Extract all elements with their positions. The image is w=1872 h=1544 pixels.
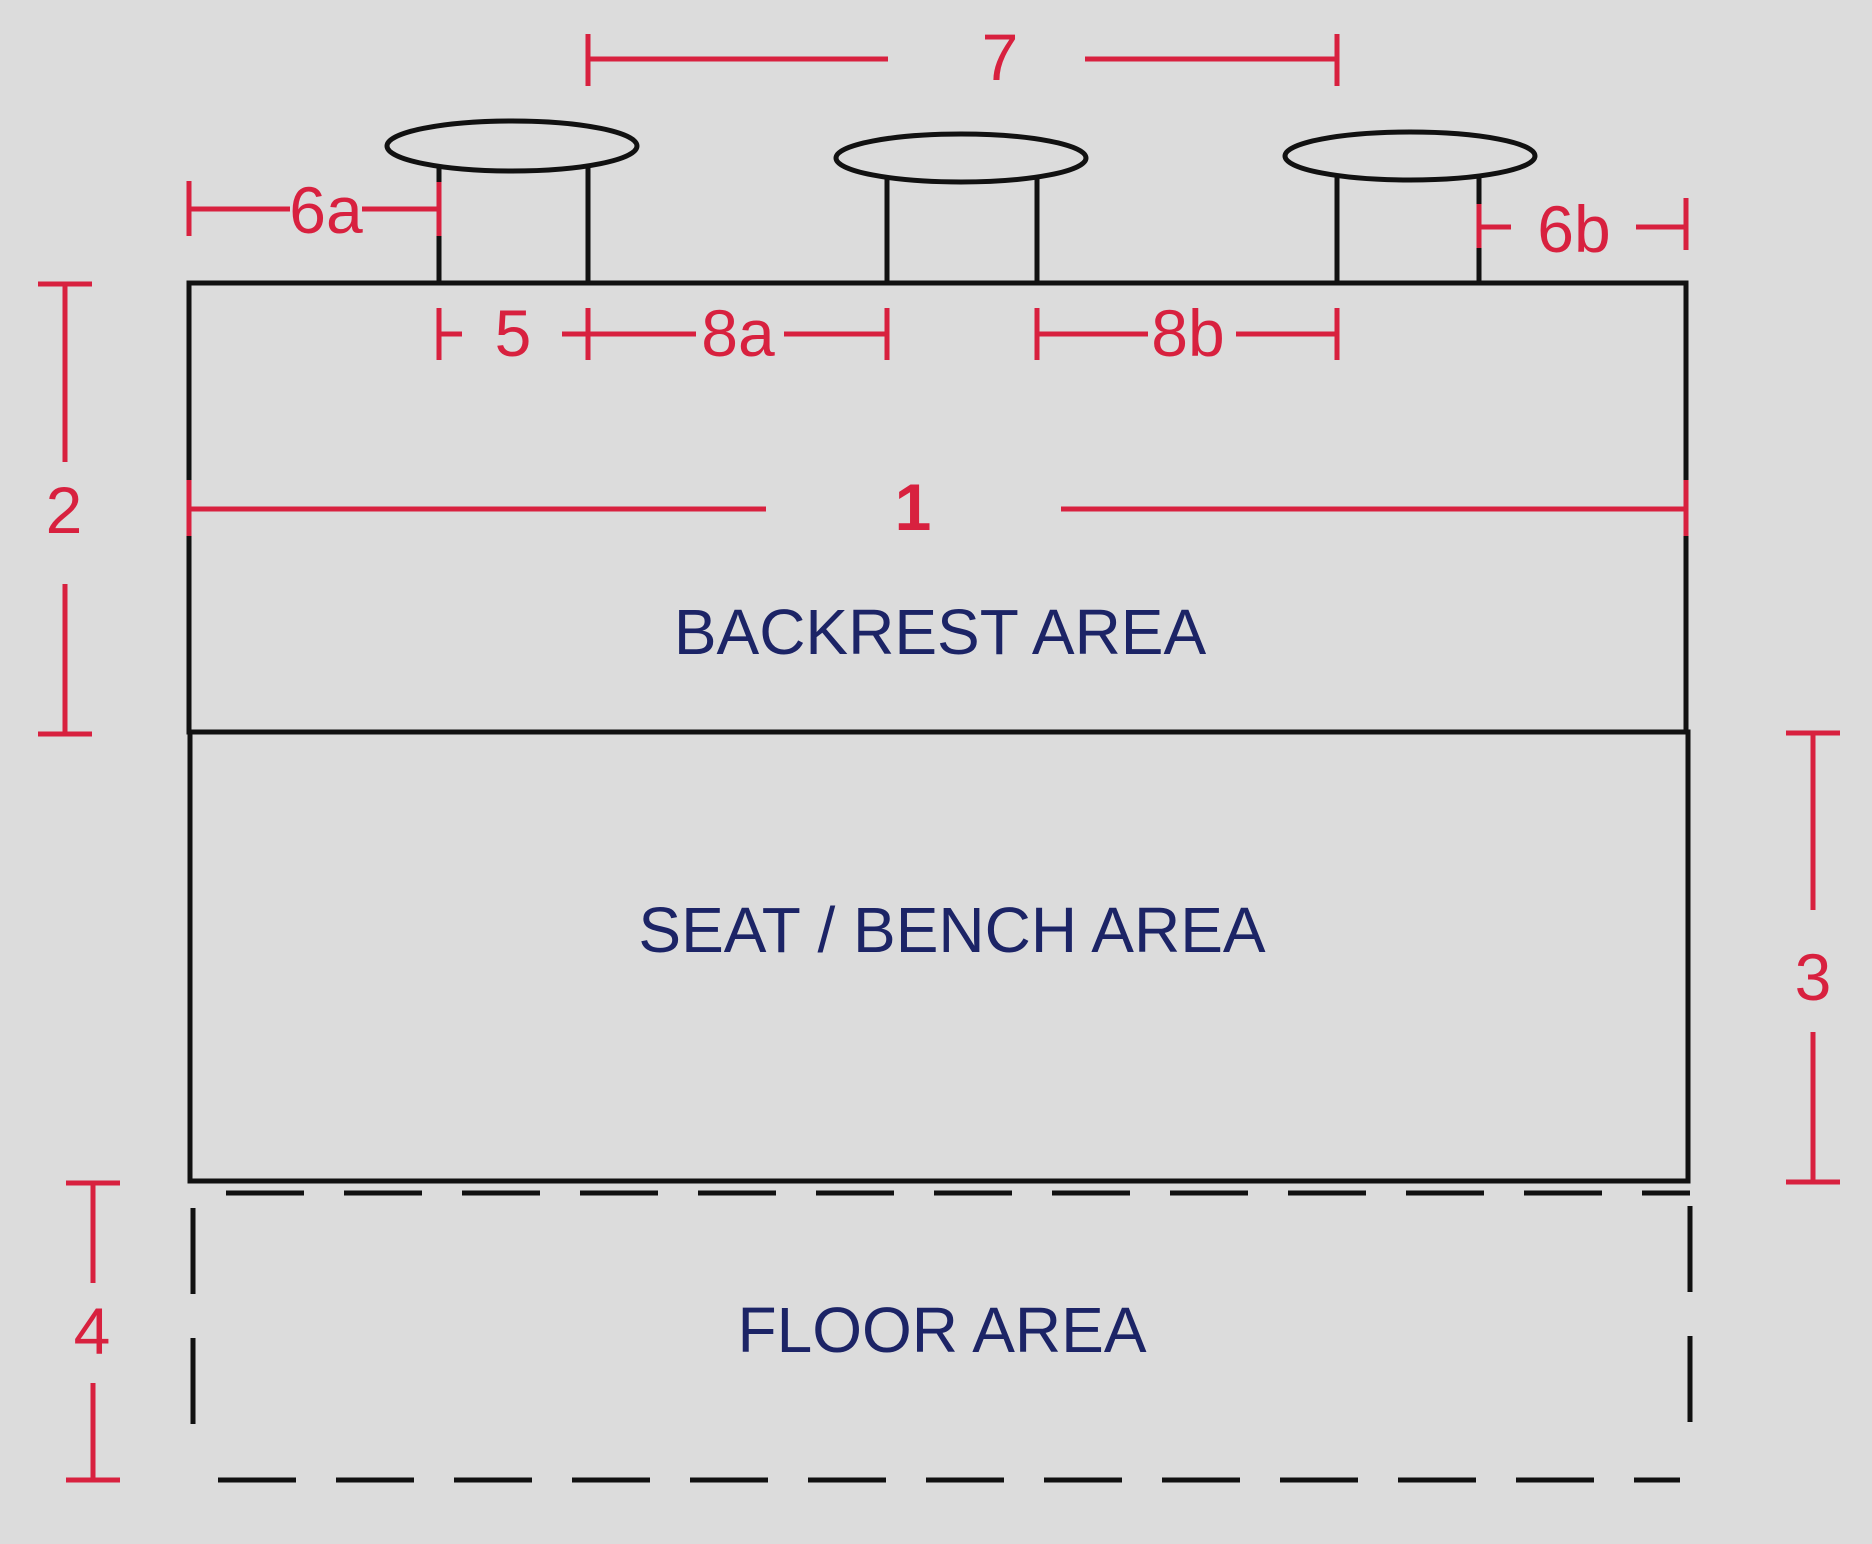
seat-box bbox=[187, 729, 1691, 1184]
dimension-1-label: 1 bbox=[895, 470, 932, 544]
dimension-3-label: 3 bbox=[1795, 940, 1832, 1014]
dimension-6b-label: 6b bbox=[1537, 192, 1610, 266]
dimension-7: 7 bbox=[585, 20, 1340, 94]
headrest-right bbox=[1282, 129, 1538, 282]
backrest-area-label: BACKREST AREA bbox=[674, 596, 1207, 668]
dimension-6b: 6b bbox=[1476, 192, 1689, 266]
dimension-8a-label: 8a bbox=[701, 296, 775, 370]
dimension-6a: 6a bbox=[186, 173, 442, 247]
dimension-7-label: 7 bbox=[982, 20, 1019, 94]
dimension-8b: 8b bbox=[1034, 296, 1340, 370]
dimension-5-label: 5 bbox=[495, 296, 532, 370]
dimension-2: 2 bbox=[38, 281, 92, 737]
dimension-4: 4 bbox=[66, 1180, 120, 1483]
headrest-left bbox=[384, 118, 640, 282]
headrest-center bbox=[833, 131, 1089, 282]
dimension-2-label: 2 bbox=[46, 473, 83, 547]
floor-outline bbox=[190, 1190, 1693, 1483]
floor-area-label: FLOOR AREA bbox=[738, 1294, 1147, 1366]
dimension-8b-label: 8b bbox=[1151, 296, 1224, 370]
dimension-3: 3 bbox=[1786, 730, 1840, 1185]
dimension-4-label: 4 bbox=[74, 1294, 111, 1368]
dimension-8a: 8a bbox=[564, 296, 890, 370]
seat-area-label: SEAT / BENCH AREA bbox=[638, 894, 1265, 966]
dimension-1: 1 bbox=[186, 470, 1689, 544]
dimension-6a-label: 6a bbox=[289, 173, 363, 247]
